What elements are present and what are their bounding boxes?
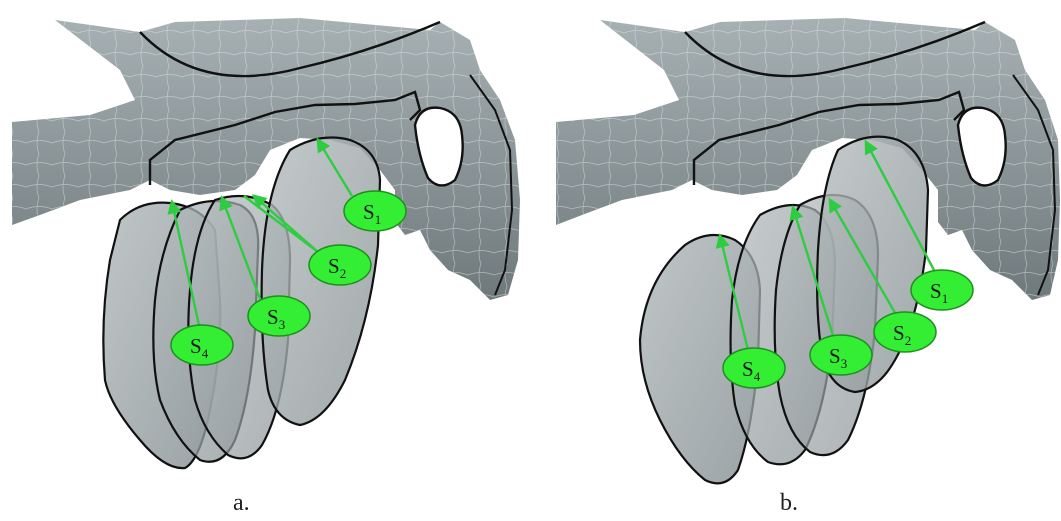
- label-s4-a: S4: [171, 325, 233, 365]
- panel-a: S1 S2 S3 S4: [12, 18, 520, 468]
- label-s2-a: S2: [309, 245, 371, 285]
- condyle-positions: [103, 138, 380, 469]
- label-s3-a: S3: [248, 296, 310, 336]
- label-s2-b: S2: [874, 312, 936, 352]
- panel-b: S1 S2 S3 S4: [556, 18, 1060, 483]
- label-s1-a: S1: [344, 191, 406, 231]
- caption-b: b.: [780, 490, 798, 517]
- condyle-positions-b: [640, 137, 928, 484]
- label-s4-b: S4: [723, 348, 785, 388]
- label-s3-b: S3: [810, 335, 872, 375]
- caption-a: a.: [233, 490, 250, 517]
- label-s1-b: S1: [911, 270, 973, 310]
